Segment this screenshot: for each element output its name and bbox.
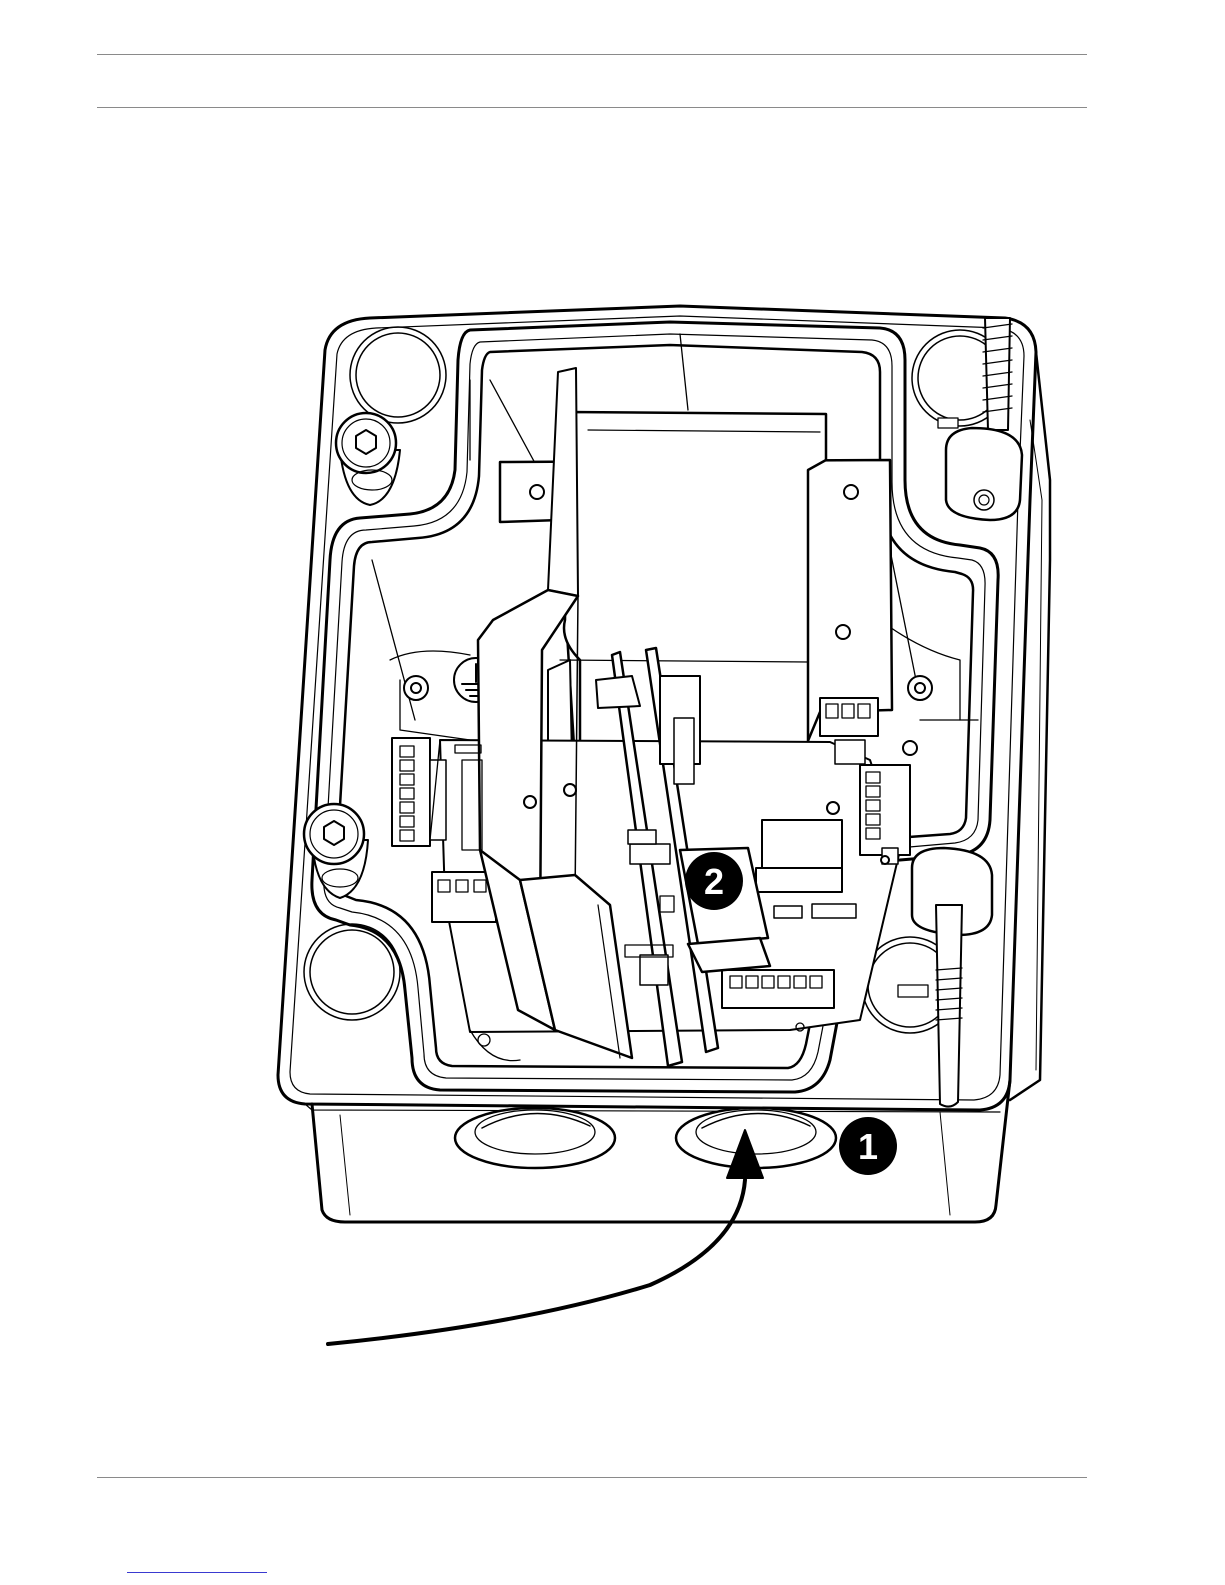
callout-1-label: 1: [858, 1126, 878, 1167]
callout-2-label: 2: [704, 861, 724, 902]
cable-gland-openings: [455, 1108, 836, 1168]
hinge-pin-top: [938, 318, 1022, 520]
callout-2: 2: [685, 852, 743, 910]
lid-screw-bottom-left: [304, 804, 368, 898]
hinge-pin-bottom: [898, 848, 992, 1107]
lid-screw-top-left: [336, 413, 400, 505]
callout-1: 1: [839, 1117, 897, 1175]
